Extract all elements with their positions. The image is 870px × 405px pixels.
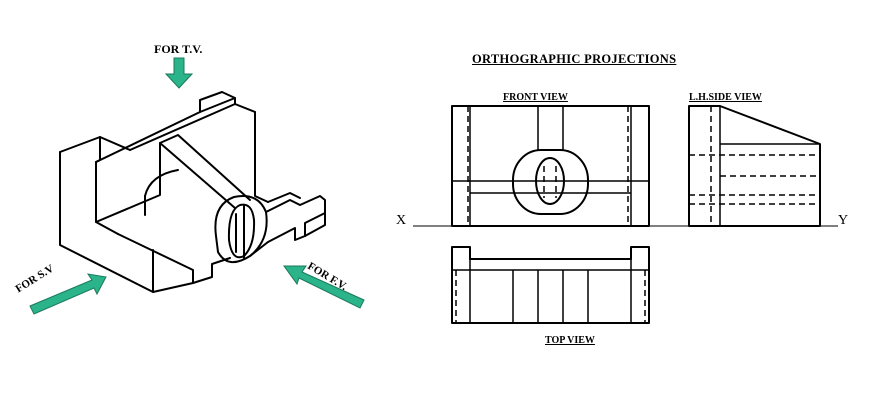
boss-front-face [214, 195, 268, 263]
back-plate-inner-top [129, 103, 236, 151]
side-view-drawing [688, 105, 821, 227]
boss-hole [227, 203, 256, 259]
arrow-up-right-icon [29, 273, 107, 315]
right-block-back [267, 192, 301, 203]
drawing-title: ORTHOGRAPHIC PROJECTIONS [472, 52, 677, 66]
right-block-side [304, 212, 326, 237]
fv-outline [451, 105, 650, 227]
isometric-object [59, 91, 326, 293]
base-notch [192, 257, 231, 284]
left-plate-front [59, 151, 154, 293]
arrow-down-icon [164, 57, 194, 89]
arrow-up-left-icon [283, 265, 365, 309]
right-block-notch [267, 227, 306, 243]
y-label: Y [838, 213, 849, 228]
fv-hole [535, 157, 565, 205]
front-view-drawing [451, 105, 650, 227]
boss-curve-left [144, 169, 179, 197]
base-front [117, 233, 194, 293]
tv-outline [451, 246, 650, 324]
back-plate-edge [254, 111, 269, 203]
side-view-label: L.H.SIDE VIEW [689, 92, 762, 103]
rib-slope [159, 142, 236, 209]
for-top-view-label: FOR T.V. [154, 42, 203, 56]
left-plate-corner [95, 136, 101, 163]
base-plate-back [95, 179, 161, 223]
fv-boss [512, 149, 589, 215]
view-arrows [29, 57, 365, 315]
front-view-label: FRONT VIEW [503, 92, 568, 103]
back-plate-step [199, 97, 236, 113]
x-label: X [396, 213, 407, 228]
left-plate-inner [95, 161, 119, 235]
right-block-join [249, 241, 269, 257]
rib-top [159, 134, 251, 201]
sv-outline [688, 105, 821, 227]
top-view-drawing [451, 246, 650, 324]
right-block-top [265, 195, 326, 237]
back-plate-top [95, 91, 256, 163]
top-view-label: TOP VIEW [545, 335, 595, 346]
